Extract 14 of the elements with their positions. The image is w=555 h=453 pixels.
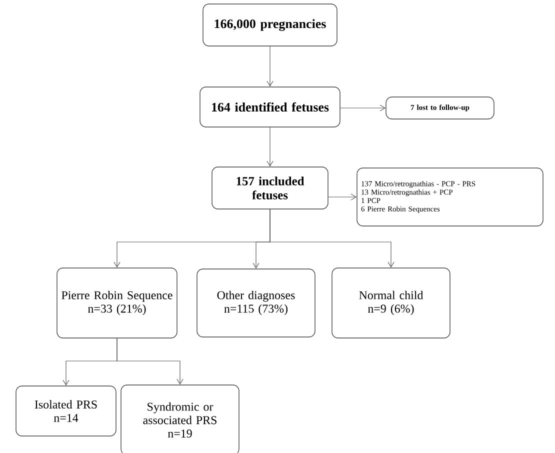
arrow — [116, 338, 184, 385]
outcome-box: Pierre Robin Sequence n=33 (21%) — [56, 268, 178, 338]
arrow — [266, 127, 274, 167]
process-box: 166,000 pregnancies — [202, 4, 338, 46]
process-box: 157 included fetuses — [212, 166, 328, 210]
arrow — [266, 46, 274, 87]
outcome-box: Other diagnoses n=115 (73%) — [196, 268, 316, 338]
outcome-box: Syndromic or associated PRS n=19 — [120, 384, 240, 453]
outcome-box: Normal child n=9 (6%) — [332, 268, 450, 338]
arrow — [270, 209, 394, 268]
process-box: 164 identified fetuses — [200, 86, 340, 128]
outcome-box: Isolated PRS n=14 — [16, 386, 116, 436]
arrow — [328, 194, 357, 200]
arrow — [340, 104, 386, 112]
